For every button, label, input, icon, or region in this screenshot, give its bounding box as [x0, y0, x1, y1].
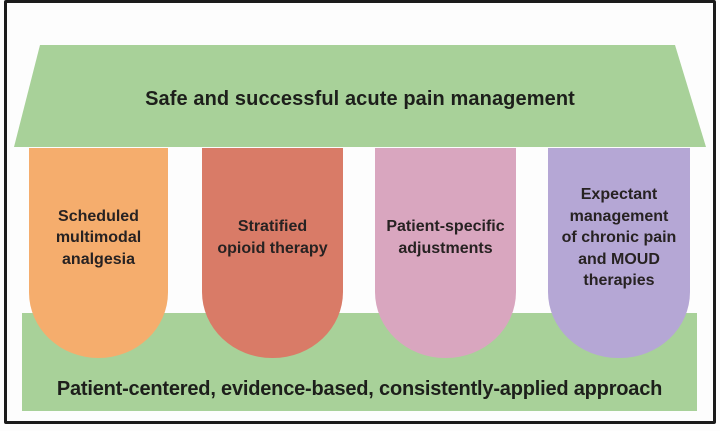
- pillar-label: Patient-specific adjustments: [386, 218, 505, 257]
- pillar-expectant-management-moud: Expectant management of chronic pain and…: [548, 148, 690, 358]
- pillar-stratified-opioid-therapy: Stratified opioid therapy: [202, 148, 343, 358]
- roof-banner: Safe and successful acute pain managemen…: [14, 45, 706, 147]
- pillar-label: Scheduled multimodal analgesia: [55, 207, 142, 268]
- pillar-scheduled-multimodal-analgesia: Scheduled multimodal analgesia: [29, 148, 168, 358]
- foundation-banner: Patient-centered, evidence-based, consis…: [22, 313, 697, 411]
- pillar-label: Stratified opioid therapy: [217, 218, 328, 257]
- roof-label: Safe and successful acute pain managemen…: [145, 87, 575, 110]
- pillar-patient-specific-adjustments: Patient-specific adjustments: [375, 148, 516, 358]
- foundation-label: Patient-centered, evidence-based, consis…: [56, 378, 663, 400]
- figure-border: [4, 0, 716, 424]
- pillar-label: Expectant management of chronic pain and…: [561, 186, 677, 290]
